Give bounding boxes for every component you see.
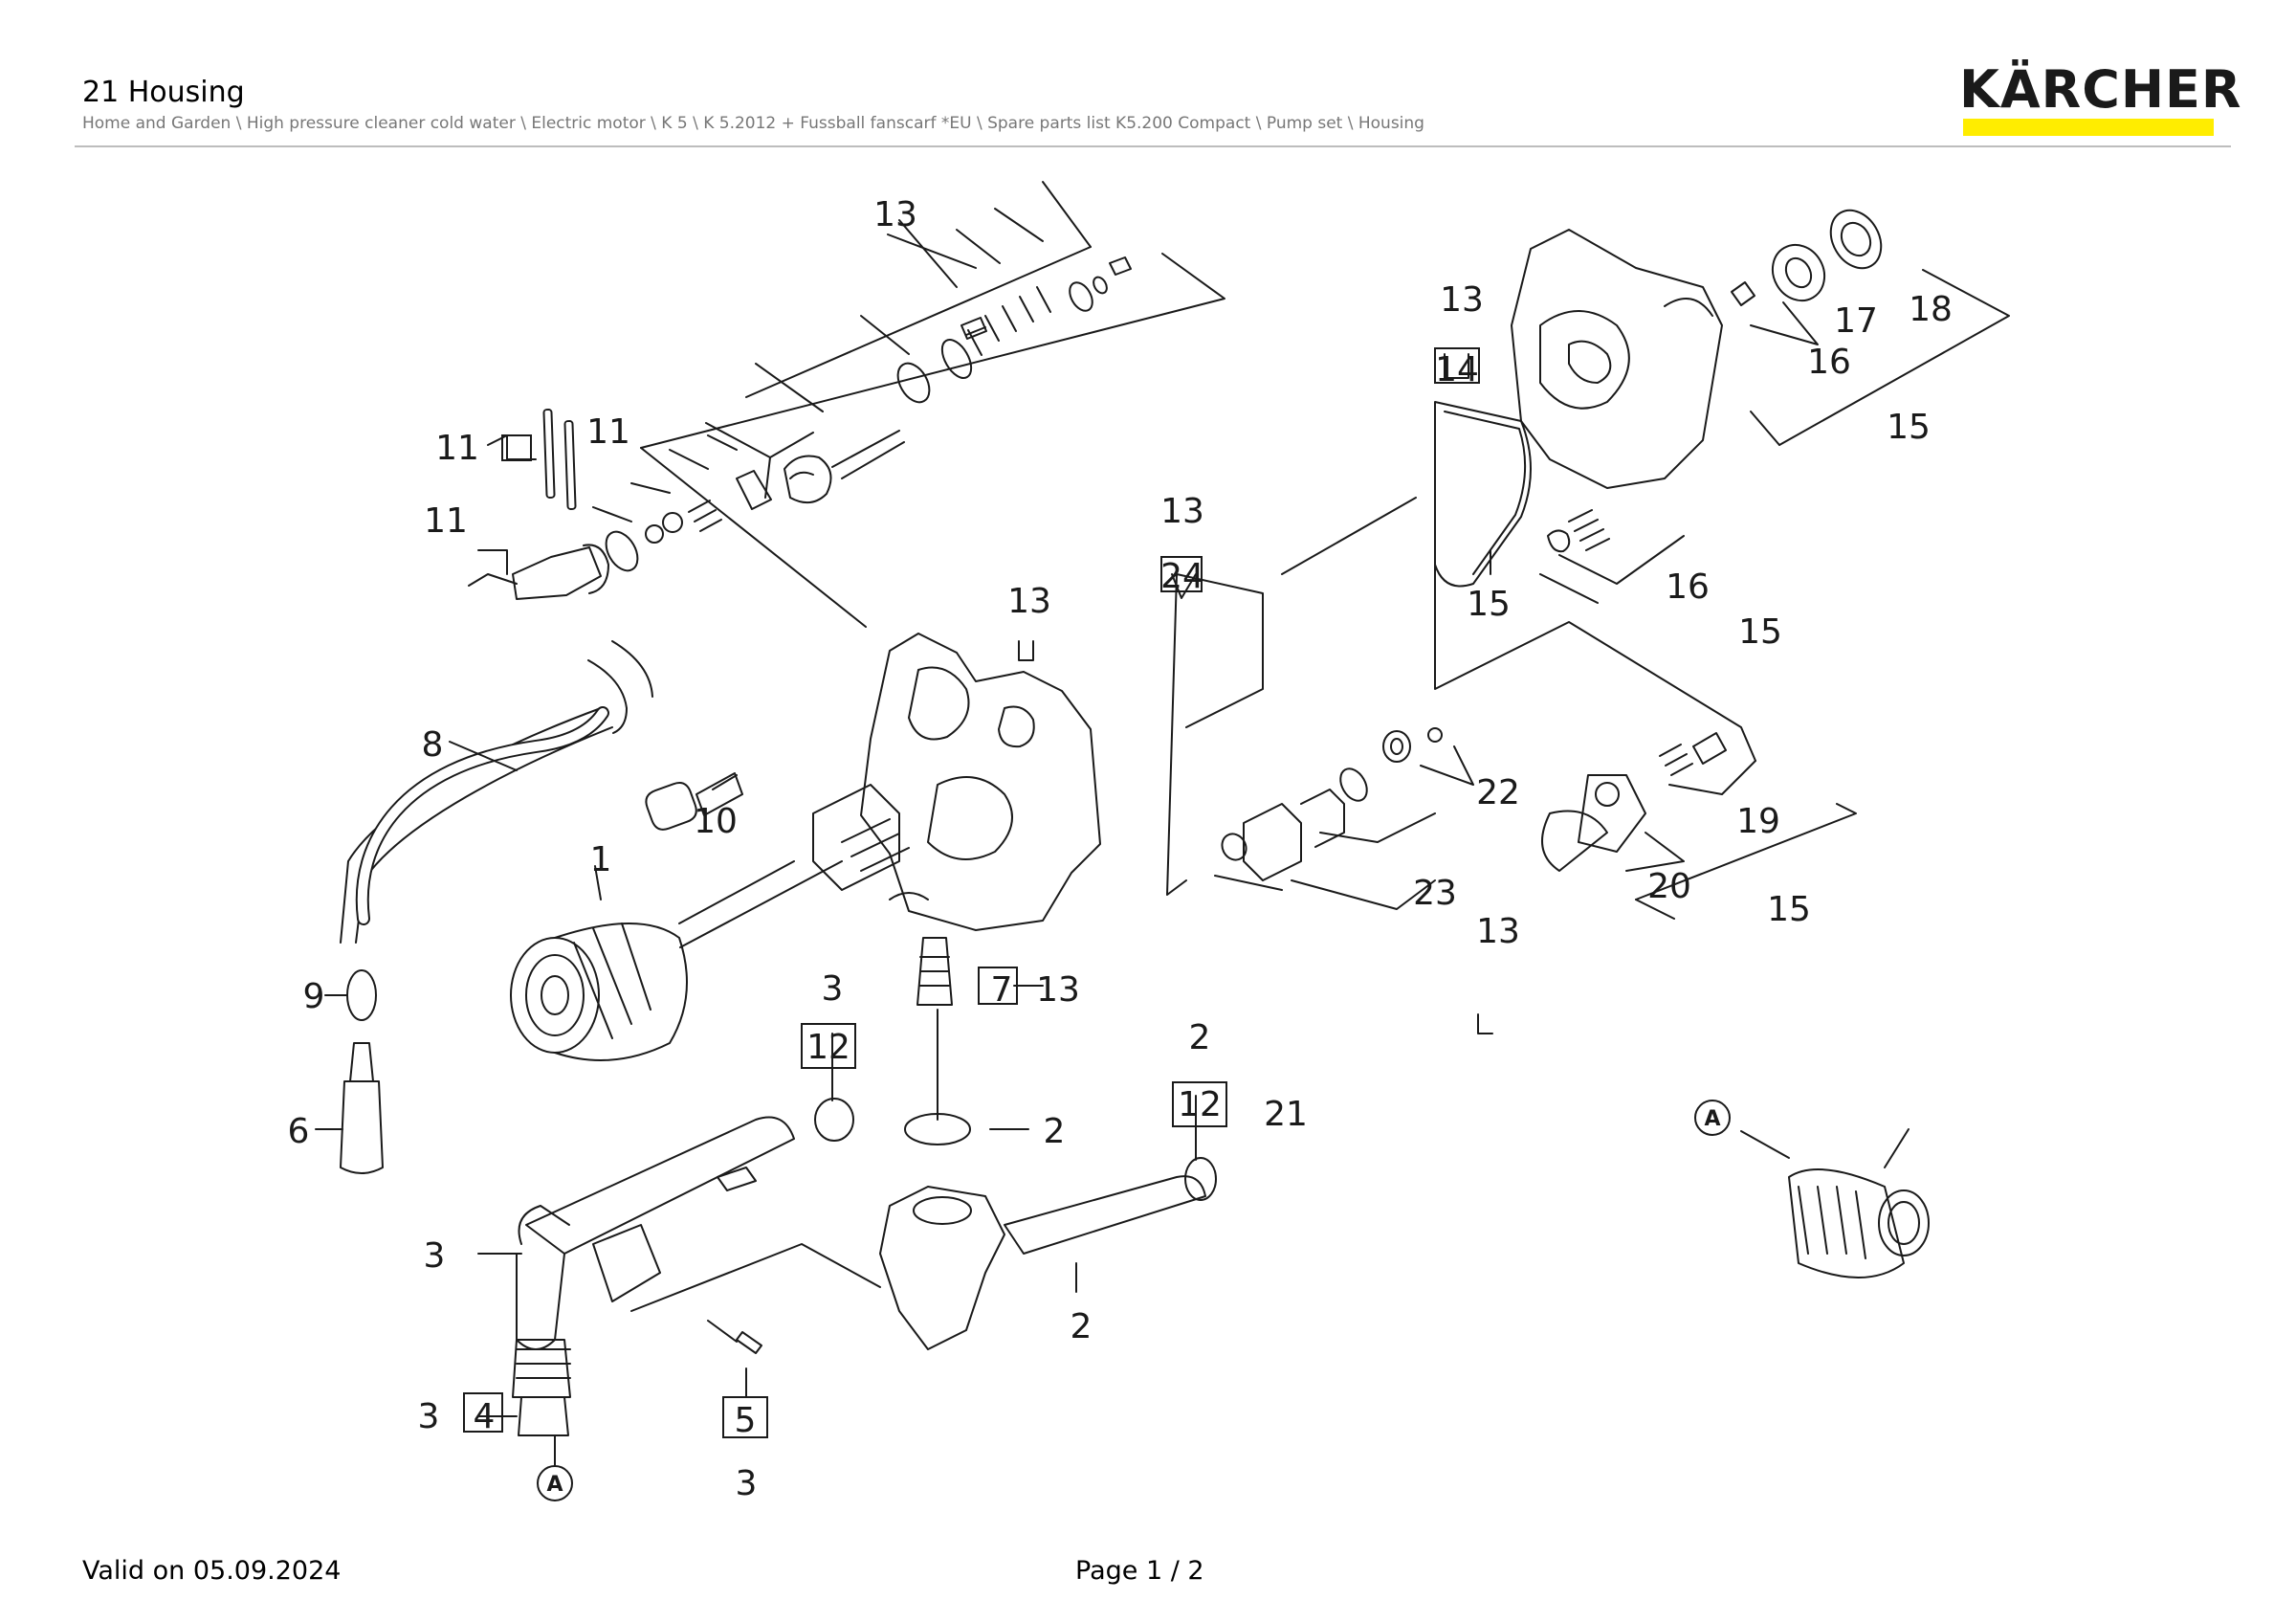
header-divider <box>75 145 2231 147</box>
callout-12-a: 12 <box>806 1028 850 1067</box>
callout-15-low: 15 <box>1767 890 1811 929</box>
callout-A-right: A <box>1704 1107 1720 1131</box>
callout-13-right: 13 <box>1440 280 1484 320</box>
callout-15-mid: 15 <box>1738 612 1782 652</box>
page-indicator: Page 1 / 2 <box>1075 1556 1204 1586</box>
callout-6: 6 <box>288 1112 310 1151</box>
callout-23: 23 <box>1413 874 1457 913</box>
callout-15-a: 15 <box>1467 585 1511 624</box>
callout-20: 20 <box>1647 867 1691 906</box>
callout-1: 1 <box>590 840 612 879</box>
callout-11-a: 11 <box>435 429 479 468</box>
callout-22: 22 <box>1476 773 1520 812</box>
callout-19: 19 <box>1736 802 1780 841</box>
callout-13-top: 13 <box>873 195 917 234</box>
brand-logo: KÄRCHER <box>1959 59 2242 120</box>
callout-3-d: 3 <box>736 1464 758 1503</box>
callout-15-top: 15 <box>1887 408 1931 447</box>
callout-14: 14 <box>1435 350 1479 389</box>
callout-21: 21 <box>1264 1095 1308 1134</box>
callout-11-c: 11 <box>424 501 468 541</box>
callout-13-center: 13 <box>1007 582 1051 621</box>
callout-11-b: 11 <box>586 412 630 452</box>
callout-3-c: 3 <box>418 1397 440 1436</box>
callout-2-c: 2 <box>1071 1307 1093 1346</box>
brand-logo-bar <box>1963 119 2214 136</box>
callout-A-left: A <box>546 1473 563 1497</box>
callout-9: 9 <box>303 977 325 1016</box>
callout-24: 24 <box>1160 557 1204 596</box>
callout-3-a: 3 <box>822 969 844 1009</box>
callout-4: 4 <box>474 1397 496 1436</box>
validity-date: Valid on 05.09.2024 <box>82 1556 342 1586</box>
callout-13-mid: 13 <box>1160 492 1204 531</box>
callout-3-b: 3 <box>424 1236 446 1276</box>
callout-16-mid: 16 <box>1666 567 1710 607</box>
callout-13-low: 13 <box>1476 912 1520 951</box>
callout-2-a: 2 <box>1044 1112 1066 1151</box>
callout-10: 10 <box>694 802 738 841</box>
callout-7: 7 <box>991 970 1013 1010</box>
callout-17: 17 <box>1834 301 1878 341</box>
callout-12-b: 12 <box>1178 1085 1222 1124</box>
page-title: 21 Housing <box>82 76 245 109</box>
callout-18: 18 <box>1909 290 1953 329</box>
callout-5: 5 <box>735 1401 757 1440</box>
callout-16-top: 16 <box>1807 343 1851 382</box>
callout-2-b: 2 <box>1189 1018 1211 1057</box>
breadcrumb[interactable]: Home and Garden \ High pressure cleaner … <box>82 114 1424 133</box>
callout-8: 8 <box>422 725 444 765</box>
callout-13-7: 13 <box>1036 970 1080 1010</box>
